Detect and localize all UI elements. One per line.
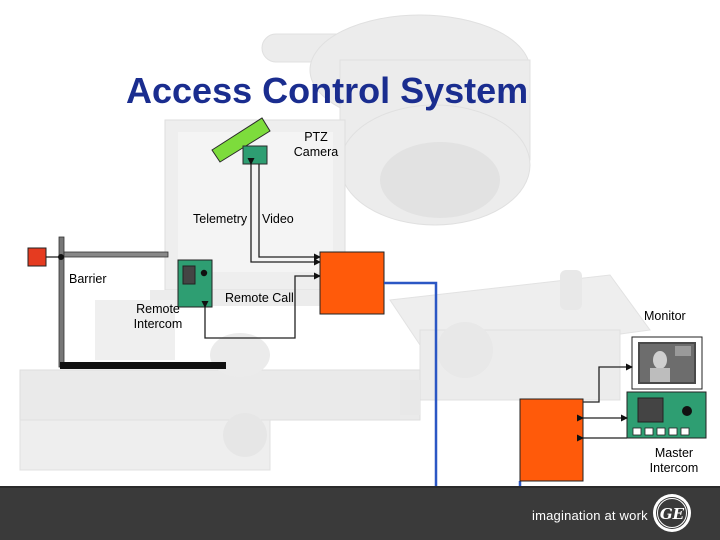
monitor-label: Monitor xyxy=(644,309,686,323)
ptz-camera-icon xyxy=(211,117,271,165)
remote-intercom-label: Remote Intercom xyxy=(133,302,183,331)
video-label: Video xyxy=(262,212,294,226)
monitor-link-line xyxy=(583,363,633,403)
remote-call-label: Remote Call xyxy=(225,291,294,305)
remote-intercom-icon xyxy=(177,259,213,308)
master-intercom-label: Master Intercom xyxy=(649,446,699,475)
ge-logo-text: GE xyxy=(660,505,685,523)
master-intercom-icon xyxy=(626,391,707,439)
telemetry-line xyxy=(247,158,321,266)
telemetry-label: Telemetry xyxy=(193,212,248,226)
page-title: Access Control System xyxy=(126,70,529,111)
barrier-icon xyxy=(27,236,226,369)
ptz-camera-label: PTZ Camera xyxy=(293,130,339,159)
master-controller-box xyxy=(519,398,584,482)
ge-logo-icon: GE xyxy=(653,494,691,532)
remote-call-line xyxy=(201,272,321,339)
video-link-blue-line xyxy=(384,281,522,520)
video-line xyxy=(258,164,321,261)
access-controller-box xyxy=(319,251,385,315)
footer-tagline: imagination at work xyxy=(532,508,648,523)
footer-band xyxy=(0,486,720,540)
barrier-label: Barrier xyxy=(69,272,107,286)
monitor-icon xyxy=(631,336,703,390)
